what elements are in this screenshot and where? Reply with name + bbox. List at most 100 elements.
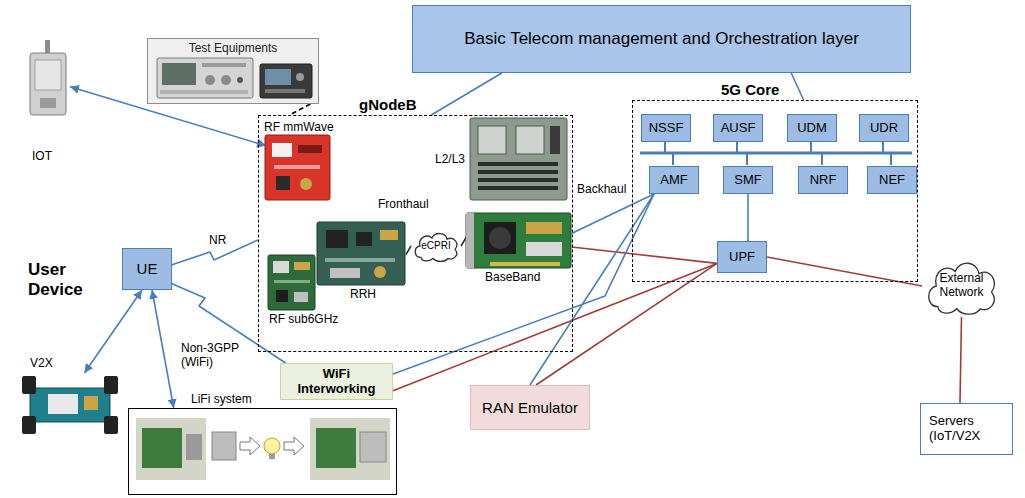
ecpri-cloud: eCPRI <box>411 229 461 263</box>
rrh-picture <box>356 232 372 246</box>
rrh-picture <box>330 268 360 278</box>
rrh-picture <box>374 266 386 278</box>
equipment-picture <box>265 69 291 85</box>
rf-sub6-picture <box>273 261 289 273</box>
lifi-picture <box>142 428 182 468</box>
rf-sub6-picture <box>276 290 288 302</box>
interface-label: Backhaul <box>577 183 626 197</box>
rrh-board: RRH <box>318 223 406 286</box>
lifi-picture <box>240 437 260 455</box>
rf-mmwave-picture <box>298 145 322 153</box>
link-label: Non-3GPP (WiFi) <box>180 342 242 370</box>
cloud-outline <box>929 263 995 314</box>
box-text: UDM <box>797 121 827 136</box>
equipment-panel: Test Equipments <box>147 38 319 104</box>
rf-board: RF mmWave <box>266 136 331 201</box>
rf-sub6-picture <box>294 262 310 270</box>
node-heading: RF mmWave <box>264 121 334 135</box>
box-text: NSSF <box>649 121 684 136</box>
node-heading: BaseBand <box>485 271 540 285</box>
link-label: NR <box>208 234 227 248</box>
nf-bus <box>746 153 748 165</box>
group-label: User Device <box>28 260 100 299</box>
node-heading: Test Equipments <box>148 42 318 56</box>
baseband-picture <box>489 227 511 249</box>
equipment-picture <box>162 63 196 85</box>
function-box: AUSF <box>713 114 763 142</box>
iot-picture <box>45 40 50 54</box>
baseband-picture <box>466 213 571 268</box>
box-text: Basic Telecom management and Orchestrati… <box>464 29 859 49</box>
node-heading: L2/L3 <box>435 153 465 167</box>
box-text: SMF <box>734 173 761 188</box>
baseband-picture <box>526 242 562 256</box>
server-board-picture <box>478 178 558 182</box>
lifi-picture <box>269 454 275 459</box>
connector-group <box>70 73 962 408</box>
nf-bus <box>640 152 912 155</box>
nf-bus <box>821 153 823 165</box>
dashed-link <box>290 104 311 115</box>
node-heading: gNodeB <box>359 96 417 113</box>
management-link <box>791 73 803 100</box>
iot-device: IOT <box>26 40 70 118</box>
lifi-picture <box>264 438 280 454</box>
server-box: Servers (IoT/V2X <box>920 403 1013 455</box>
server-board-picture <box>478 162 558 166</box>
function-box: NRF <box>798 166 848 194</box>
interworking-box: WiFi Interworking <box>280 363 393 400</box>
node-heading: RF sub6GHz <box>269 313 338 327</box>
box-text: AUSF <box>721 121 756 136</box>
function-box: UPF <box>717 241 767 273</box>
function-box: NSSF <box>641 114 691 142</box>
rf-sub6-picture <box>294 292 308 302</box>
function-box: AMF <box>649 166 699 194</box>
v2x-car-picture <box>104 376 118 394</box>
iot-picture <box>35 60 61 90</box>
equipment-picture <box>157 58 253 98</box>
nf-bus <box>672 153 674 165</box>
rf-sub6-picture <box>268 255 315 310</box>
server-board-picture <box>478 126 506 154</box>
rrh-picture <box>317 222 405 285</box>
box-text: NEF <box>879 173 905 188</box>
v2x-car: V2X <box>22 373 118 437</box>
v2x-car-picture <box>22 416 36 434</box>
equipment-picture <box>148 39 318 103</box>
v2x-car-picture <box>104 416 118 434</box>
equipment-picture <box>237 77 243 83</box>
baseband-card: BaseBand <box>467 214 572 269</box>
nf-bus <box>664 141 666 153</box>
box-text: RAN Emulator <box>482 399 578 416</box>
function-box: UDR <box>859 114 909 142</box>
lifi-picture <box>316 428 356 468</box>
v2x-car-picture <box>22 376 36 394</box>
node-heading: V2X <box>30 357 53 371</box>
box-text: NRF <box>810 173 837 188</box>
box-text: External Network <box>934 272 989 300</box>
user-plane-link <box>572 247 717 263</box>
gnodeb-group: gNodeBRF mmWaveRF sub6GHzRRHeCPRIL2/L3Ba… <box>258 115 573 352</box>
server-board-picture <box>470 118 567 200</box>
orchestration-box: Basic Telecom management and Orchestrati… <box>412 5 911 73</box>
box-text: UPF <box>729 250 755 265</box>
baseband-picture <box>526 222 562 234</box>
baseband-picture <box>484 222 516 254</box>
device-arrow <box>84 290 142 373</box>
rrh-picture <box>326 230 348 248</box>
rf-mmwave-picture <box>276 176 290 190</box>
equipment-picture <box>260 64 312 98</box>
equipment-picture <box>205 75 215 85</box>
node-heading: 5G Core <box>721 81 779 98</box>
rrh-picture <box>317 222 405 285</box>
lifi-picture <box>360 432 386 462</box>
rf-board: RF sub6GHz <box>269 256 316 311</box>
v2x-car-picture <box>84 396 98 410</box>
iot-picture <box>30 40 66 115</box>
lifi-picture <box>284 437 304 455</box>
equipment-picture <box>265 89 305 93</box>
rrh-picture <box>325 258 395 262</box>
iot-picture <box>30 53 66 115</box>
network-cloud: External Network <box>922 255 1001 317</box>
v2x-car-picture <box>22 376 118 434</box>
